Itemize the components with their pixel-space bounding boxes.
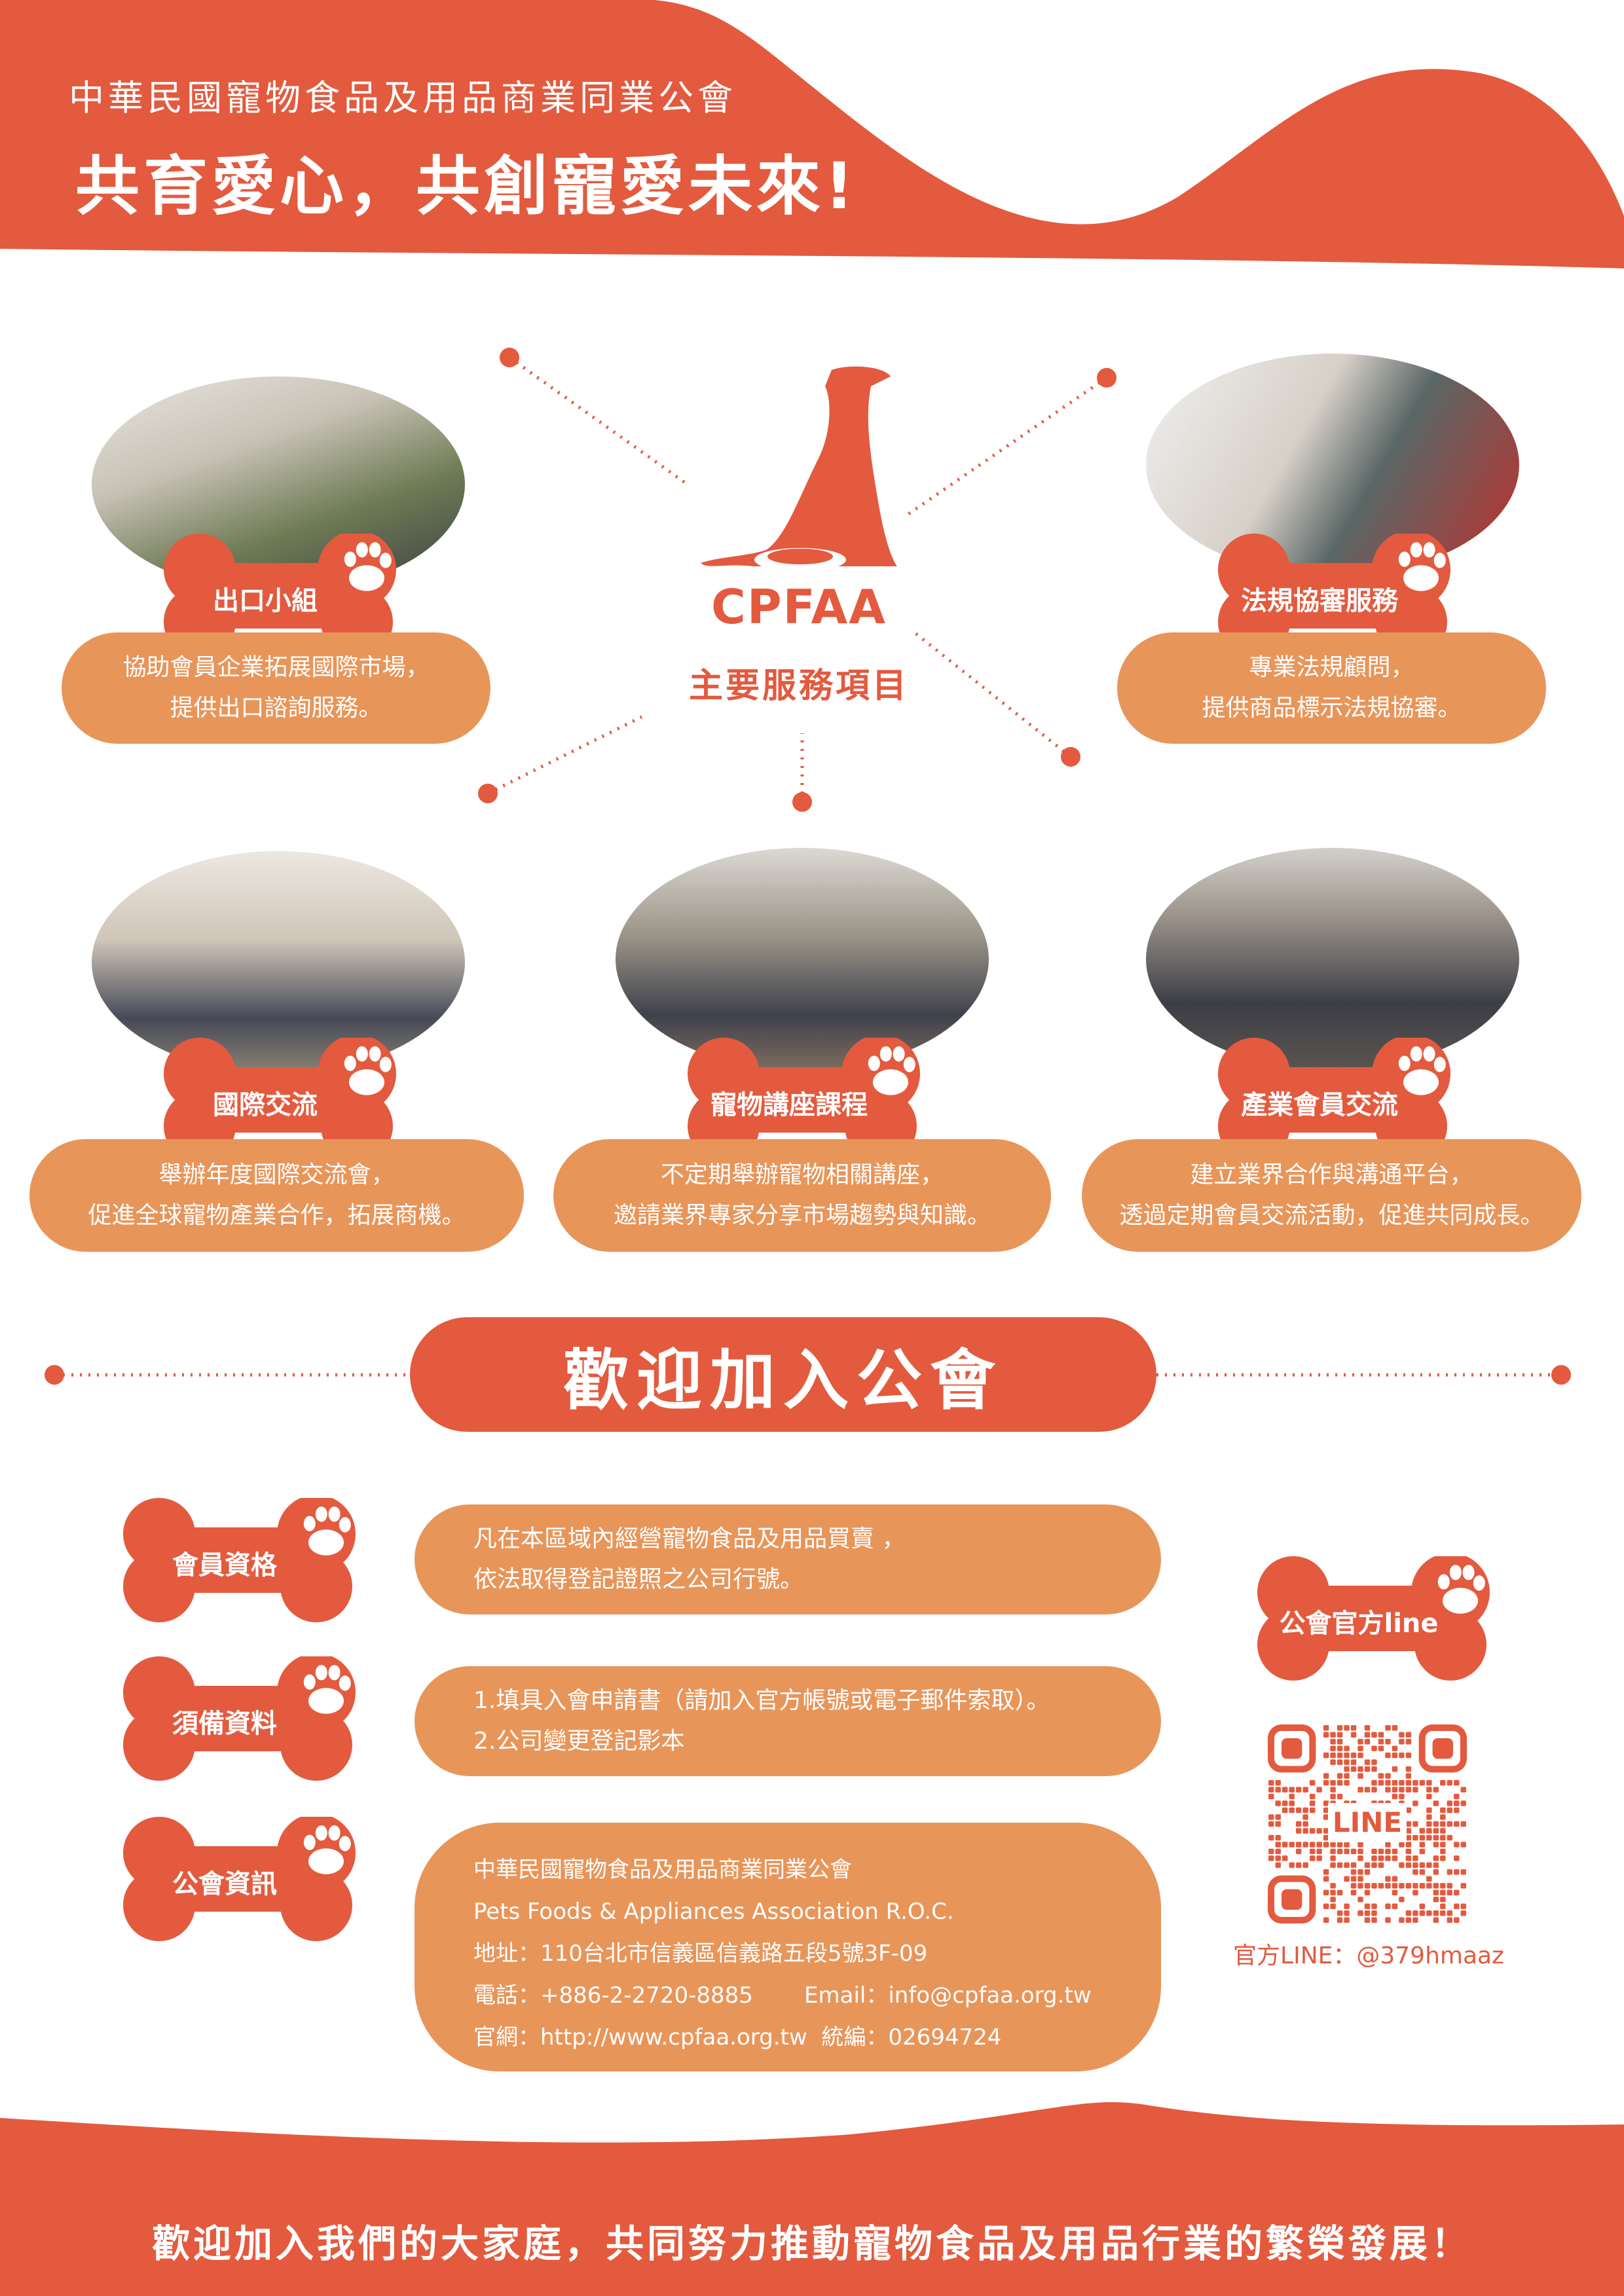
service-desc-seminar: 不定期舉辦寵物相關講座，邀請業界專家分享市場趨勢與知識。	[553, 1139, 1051, 1252]
documents-desc: 1.填具入會申請書（請加入官方帳號或電子郵件索取）。2.公司變更登記影本	[415, 1666, 1161, 1776]
info-phone: 電話：+886-2-2720-8885	[473, 1982, 753, 2009]
bone-label-seminar: 寵物講座課程	[674, 1038, 930, 1162]
info-website[interactable]: 官網：http://www.cpfaa.org.tw	[473, 2024, 807, 2050]
bone-label-international: 國際交流	[151, 1038, 406, 1162]
org-title: 中華民國寵物食品及用品商業同業公會	[69, 77, 737, 118]
bone-label-regulatory: 法規協審服務	[1205, 534, 1460, 658]
dog-cat-logo-icon	[701, 366, 897, 572]
bone-label-membership: 會員資格	[110, 1498, 365, 1622]
qr-line-text: LINE	[1328, 1803, 1407, 1842]
bone-label-line: 公會官方line	[1244, 1556, 1500, 1681]
service-desc-member: 建立業界合作與溝通平台，透過定期會員交流活動，促進共同成長。	[1082, 1139, 1581, 1252]
service-desc-regulatory: 專業法規顧問，提供商品標示法規協審。	[1117, 632, 1546, 744]
association-info: 中華民國寵物食品及用品商業同業公會 Pets Foods & Appliance…	[415, 1823, 1161, 2071]
connector-dot	[478, 784, 498, 803]
slogan: 共育愛心，共創寵愛未來!	[75, 149, 858, 224]
connector-dot	[1551, 1365, 1571, 1385]
info-name-zh: 中華民國寵物食品及用品商業同業公會	[473, 1857, 852, 1883]
bone-label-member: 產業會員交流	[1205, 1038, 1460, 1162]
service-desc-export: 協助會員企業拓展國際市場，提供出口諮詢服務。	[62, 632, 490, 744]
footer-message: 歡迎加入我們的大家庭，共同努力推動寵物食品及用品行業的繁榮發展！	[151, 2221, 1472, 2266]
info-name-en: Pets Foods & Appliances Association R.O.…	[473, 1899, 954, 1925]
info-tax-id: 統編：02694724	[821, 2024, 1002, 2050]
connector-dot	[45, 1365, 64, 1385]
connector-dot	[1061, 747, 1080, 767]
bone-label-documents: 須備資料	[110, 1656, 365, 1781]
bone-label-export: 出口小組	[151, 534, 406, 658]
connector-dot	[1097, 368, 1116, 388]
service-desc-international: 舉辦年度國際交流會，促進全球寵物產業合作，拓展商機。	[29, 1139, 524, 1252]
line-account: 官方LINE：@379hmaaz	[1233, 1942, 1504, 1969]
photo-seminar	[616, 848, 989, 1070]
connector-dot	[500, 348, 519, 367]
info-email[interactable]: Email：info@cpfaa.org.tw	[804, 1982, 1092, 2009]
photo-member-exchange	[1146, 848, 1519, 1070]
photo-regulatory	[1146, 354, 1519, 576]
logo-name: CPFAA	[711, 579, 887, 634]
membership-desc: 凡在本區域內經營寵物食品及用品買賣 ，依法取得登記證照之公司行號。	[415, 1504, 1161, 1614]
services-heading: 主要服務項目	[688, 666, 909, 706]
photo-export-team	[92, 376, 465, 592]
line-qr-code[interactable]: LINE	[1268, 1724, 1467, 1924]
photo-international	[92, 851, 465, 1074]
join-banner: 歡迎加入公會	[410, 1317, 1156, 1432]
bone-label-info: 公會資訊	[110, 1817, 365, 1941]
info-address: 地址：110台北市信義區信義路五段5號3F-09	[473, 1941, 928, 1967]
connector-dot	[792, 792, 812, 812]
